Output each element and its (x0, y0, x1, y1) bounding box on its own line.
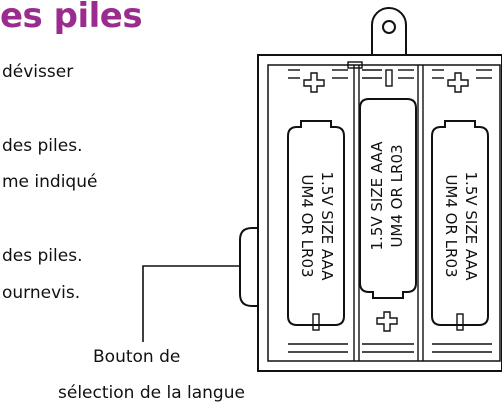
plus-contact-3 (447, 72, 469, 93)
minus-contact-3 (456, 313, 464, 331)
battery-3-label-line-2: UM4 OR LR03 (442, 174, 460, 277)
instruction-line-4: des piles. (2, 246, 83, 266)
instruction-line-2: des piles. (2, 136, 83, 156)
battery-2-label-line-1: 1.5V SIZE AAA (368, 141, 386, 251)
battery-1-label: 1.5V SIZE AAA UM4 OR LR03 (298, 172, 336, 282)
minus-contact-2 (385, 69, 393, 87)
callout-label-line-1: Bouton de (93, 347, 181, 367)
plus-contact-2 (376, 311, 398, 332)
instruction-line-5: ournevis. (2, 283, 81, 303)
battery-2 (359, 98, 417, 299)
instruction-line-3: me indiqué (2, 172, 98, 192)
hanging-hole (382, 20, 396, 34)
callout-label-line-2: sélection de la langue (58, 383, 245, 403)
minus-contact-1 (312, 313, 320, 331)
callout-leader-line (142, 265, 262, 342)
battery-1 (287, 120, 345, 326)
battery-1-label-line-1: 1.5V SIZE AAA (318, 172, 336, 282)
battery-3-label: 1.5V SIZE AAA UM4 OR LR03 (442, 172, 480, 282)
battery-2-label: 1.5V SIZE AAA UM4 OR LR03 (368, 141, 406, 251)
language-button-housing (239, 227, 262, 307)
section-heading: es piles (0, 0, 143, 36)
battery-case-inner (267, 64, 501, 362)
hanging-tab (371, 7, 407, 55)
battery-3 (431, 120, 489, 326)
battery-1-label-line-2: UM4 OR LR03 (298, 174, 316, 277)
battery-3-label-line-1: 1.5V SIZE AAA (462, 172, 480, 282)
instruction-line-1: dévisser (2, 62, 74, 82)
battery-2-label-line-2: UM4 OR LR03 (388, 144, 406, 247)
plus-contact-1 (303, 72, 325, 93)
